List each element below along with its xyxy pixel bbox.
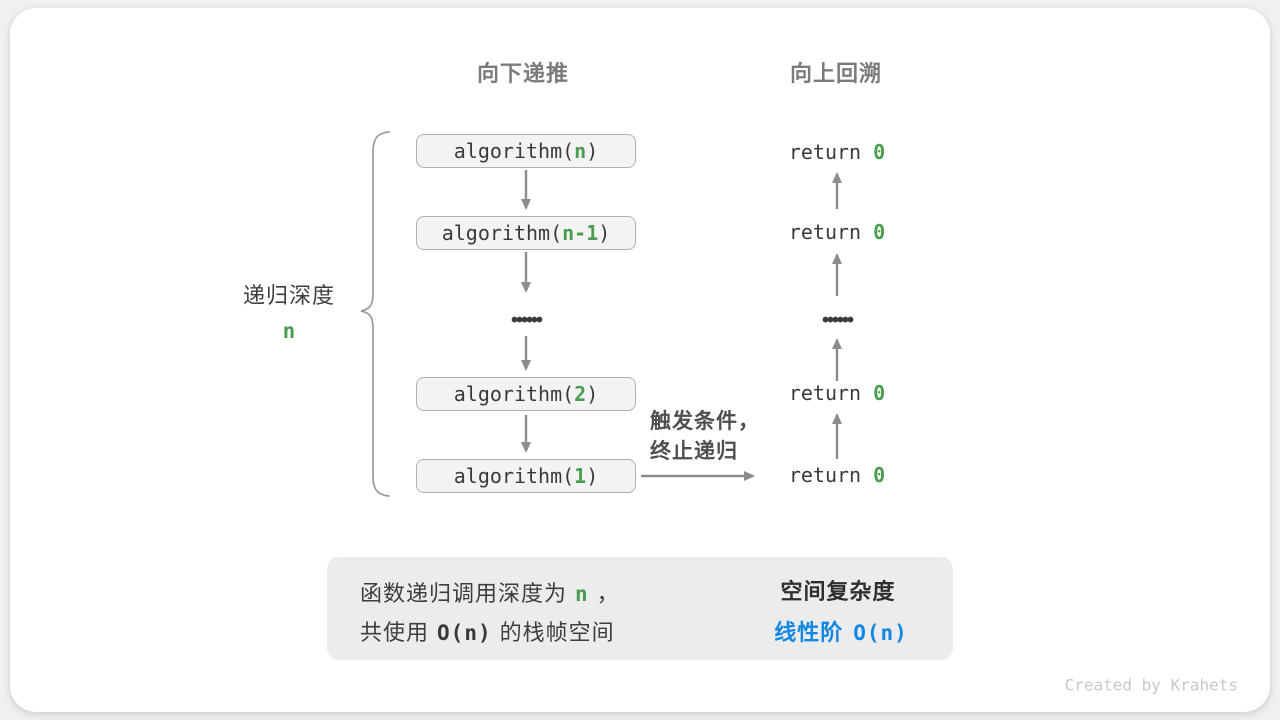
footer-credit: Created by Krahets	[1064, 675, 1238, 695]
result-title: 空间复杂度	[780, 579, 896, 604]
call-box-n-1: algorithm(n-1)	[416, 216, 636, 250]
call-code: algorithm(1)	[453, 464, 599, 488]
call-box-n: algorithm(n)	[416, 134, 636, 168]
call-stack-ellipsis: ••••••	[510, 309, 543, 332]
call-code: algorithm(n-1)	[441, 221, 611, 245]
call-box-2: algorithm(2)	[416, 377, 636, 411]
call-box-1: algorithm(1)	[416, 459, 636, 493]
trigger-label-line1: 触发条件，	[650, 410, 760, 433]
header-recurse-down: 向下递推	[476, 61, 570, 86]
call-code: algorithm(n)	[453, 139, 599, 163]
depth-label-title: 递归深度	[242, 283, 336, 308]
call-code: algorithm(2)	[453, 382, 599, 406]
depth-label-value: n	[282, 319, 296, 343]
header-backtrack-up: 向上回溯	[789, 61, 883, 86]
trigger-label-line2: 终止递归	[650, 440, 738, 463]
summary-box	[327, 557, 953, 660]
return-ellipsis: ••••••	[821, 309, 854, 332]
